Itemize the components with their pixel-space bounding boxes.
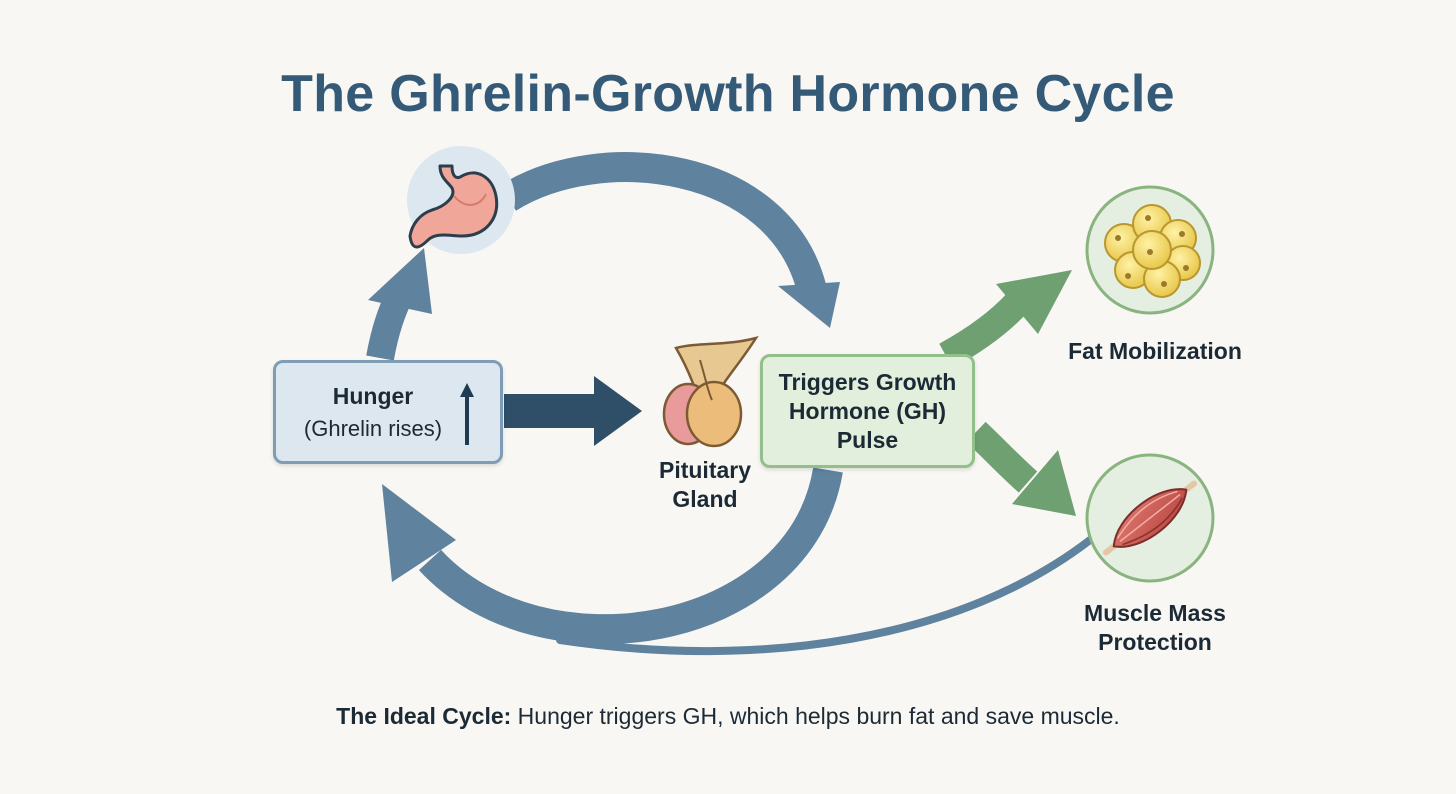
stomach-icon (407, 146, 515, 254)
hunger-box: Hunger (Ghrelin rises) (273, 360, 503, 464)
pituitary-line-2: Gland (630, 485, 780, 514)
main-arrow (504, 376, 642, 446)
caption-bold: The Ideal Cycle: (336, 703, 511, 729)
gh-line-1: Triggers Growth (779, 368, 957, 397)
hunger-label: Hunger (333, 383, 414, 410)
ghrelin-rises-label: (Ghrelin rises) (304, 416, 442, 442)
pituitary-gland-icon (664, 338, 756, 446)
cycle-arrow-left-up (368, 248, 432, 358)
fat-cells-icon (1087, 187, 1213, 313)
page-title: The Ghrelin-Growth Hormone Cycle (0, 64, 1456, 124)
fat-mobilization-label: Fat Mobilization (1040, 337, 1270, 366)
gh-line-3: Pulse (837, 426, 898, 455)
caption-text: Hunger triggers GH, which helps burn fat… (511, 703, 1120, 729)
caption: The Ideal Cycle: Hunger triggers GH, whi… (0, 703, 1456, 730)
muscle-line-1: Muscle Mass (1040, 599, 1270, 628)
gh-pulse-box: Triggers Growth Hormone (GH) Pulse (760, 354, 975, 468)
green-arrow-muscle (976, 432, 1076, 516)
pituitary-line-1: Pituitary (630, 456, 780, 485)
muscle-line-2: Protection (1040, 628, 1270, 657)
muscle-icon (1087, 455, 1213, 581)
cycle-arrow-top (508, 167, 840, 328)
muscle-protection-label: Muscle Mass Protection (1040, 599, 1270, 657)
up-arrow-icon (460, 383, 474, 445)
gh-line-2: Hormone (GH) (789, 397, 946, 426)
pituitary-label: Pituitary Gland (630, 456, 780, 514)
